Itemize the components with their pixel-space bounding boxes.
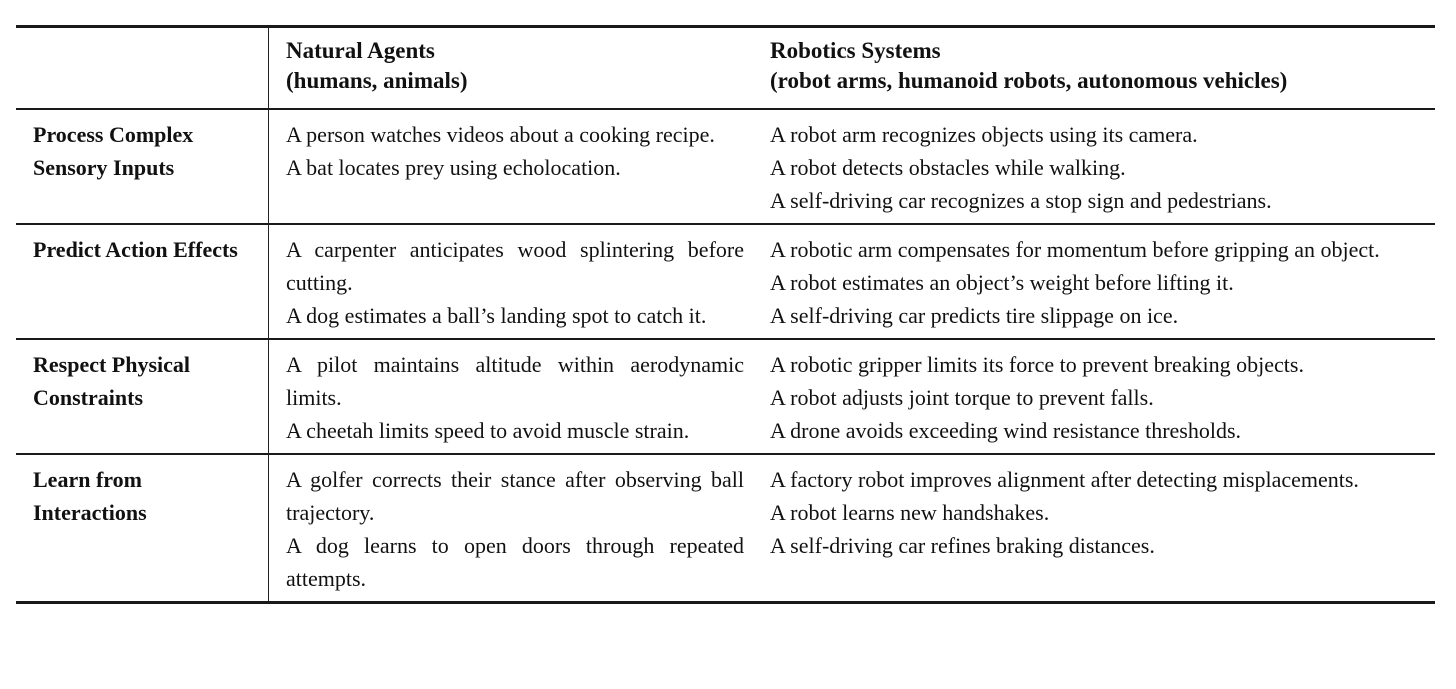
example-sentence: A cheetah limits speed to avoid muscle s… [286,418,690,443]
natural-agents-cell: A pilot maintains altitude within aerody… [268,340,756,453]
example-sentence: A robot learns new handshakes. [770,500,1050,525]
example-sentence: A self-driving car refines braking dista… [770,533,1155,558]
example-sentence: A robot adjusts joint torque to prevent … [770,385,1154,410]
example-sentence: A golfer corrects their stance after obs… [286,467,744,525]
robotics-systems-cell: A robotic arm compensates for momentum b… [756,225,1435,338]
row-label: Learn from Interactions [33,467,147,525]
row-label: Process Complex Sensory Inputs [33,122,194,180]
row-label: Respect Physical Constraints [33,352,191,410]
example-sentence: A dog learns to open doors through repea… [286,533,744,591]
example-sentence: A self-driving car recognizes a stop sig… [770,188,1272,213]
table-row-respect-physical-constraints: Respect Physical Constraints A pilot mai… [16,338,1435,453]
example-sentence: A robot arm recognizes objects using its… [770,122,1198,147]
example-sentence: A robotic arm compensates for momentum b… [770,237,1380,262]
robotics-systems-cell: A robotic gripper limits its force to pr… [756,340,1435,453]
header-natural-title: Natural Agents [286,38,435,63]
example-sentence: A factory robot improves alignment after… [770,467,1359,492]
example-sentence: A robotic gripper limits its force to pr… [770,352,1304,377]
example-sentence: A self-driving car predicts tire slippag… [770,303,1179,328]
example-sentence: A drone avoids exceeding wind resistance… [770,418,1242,443]
natural-agents-cell: A golfer corrects their stance after obs… [268,455,756,601]
header-robotics-subtitle: (robot arms, humanoid robots, autonomous… [770,68,1288,93]
row-label: Predict Action Effects [33,237,238,262]
example-sentence: A robot detects obstacles while walking. [770,155,1126,180]
header-corner-cell [16,28,268,108]
table-header-row: Natural Agents (humans, animals) Robotic… [16,28,1435,108]
robotics-systems-cell: A robot arm recognizes objects using its… [756,110,1435,223]
header-robotics-systems: Robotics Systems (robot arms, humanoid r… [756,28,1435,108]
example-sentence: A robot estimates an object’s weight bef… [770,270,1234,295]
header-robotics-title: Robotics Systems [770,38,941,63]
table-row-learn-from-interactions: Learn from Interactions A golfer correct… [16,453,1435,601]
header-natural-subtitle: (humans, animals) [286,68,468,93]
comparison-table: Natural Agents (humans, animals) Robotic… [16,25,1435,604]
robotics-systems-cell: A factory robot improves alignment after… [756,455,1435,601]
example-sentence: A pilot maintains altitude within aerody… [286,352,744,410]
example-sentence: A bat locates prey using echolocation. [286,155,621,180]
natural-agents-cell: A person watches videos about a cooking … [268,110,756,223]
example-sentence: A dog estimates a ball’s landing spot to… [286,303,707,328]
example-sentence: A carpenter anticipates wood splintering… [286,237,744,295]
natural-agents-cell: A carpenter anticipates wood splintering… [268,225,756,338]
table-row-predict-action-effects: Predict Action Effects A carpenter antic… [16,223,1435,338]
example-sentence: A person watches videos about a cooking … [286,122,715,147]
header-natural-agents: Natural Agents (humans, animals) [268,28,756,108]
table-row-process-sensory-inputs: Process Complex Sensory Inputs A person … [16,108,1435,223]
